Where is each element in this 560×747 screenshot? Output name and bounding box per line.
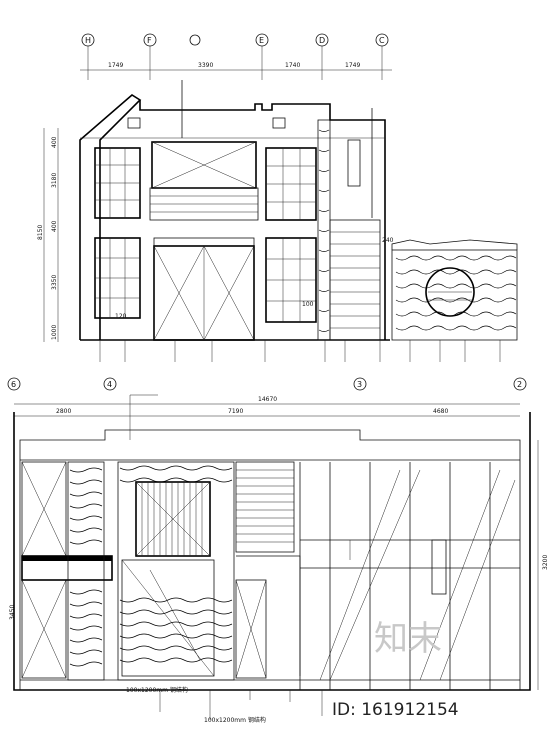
lower-stone-1 [67, 461, 105, 681]
small-label-100: 100 [302, 301, 314, 308]
note-2: 100x1200mm 钢结构 [204, 716, 266, 724]
grid-label-3: 3 [357, 380, 362, 389]
lower-grid-bubbles: 6 4 3 2 [7, 377, 527, 391]
dim-left-1: 400 [51, 136, 58, 148]
lower-glass-wall [299, 462, 520, 690]
upper-grid-bubbles: H F E D C [81, 33, 389, 80]
grid-label-6: 6 [11, 380, 16, 389]
upper-right-window-bottom [265, 237, 317, 323]
grid-label-4: 4 [107, 380, 112, 389]
upper-right-window-top [265, 147, 317, 221]
grid-label-2: 2 [517, 380, 522, 389]
grid-label-c: C [379, 36, 385, 45]
upper-annex [391, 239, 518, 341]
dim-total-top: 14670 [258, 396, 277, 403]
small-label-240: 240 [382, 237, 394, 244]
upper-central-panel [149, 141, 259, 341]
lower-left-panels [21, 461, 113, 679]
upper-left-window-bottom [94, 237, 141, 319]
upper-elevation: H F E D C 1749 3390 1740 1749 [37, 33, 518, 362]
grid-label-e: E [259, 36, 264, 45]
dim-lower-3: 4680 [433, 408, 448, 415]
dim-left-4: 3350 [51, 275, 58, 290]
dim-left-3: 400 [51, 220, 58, 232]
dim-top-4: 1749 [345, 62, 360, 69]
grid-label-h: H [85, 36, 91, 45]
dim-left-2: 3180 [51, 173, 58, 188]
small-label-120: 120 [115, 313, 127, 320]
dim-lower-2: 7190 [228, 408, 243, 415]
dim-left-5: 1000 [51, 325, 58, 340]
dim-top-1: 1749 [108, 62, 123, 69]
watermark-logo-text: 知末 [374, 619, 442, 659]
note-1: 100x1200mm 钢结构 [126, 686, 188, 694]
upper-dimension-chain: 1749 3390 1740 1749 [80, 62, 392, 71]
vertical-slat-panel [135, 481, 211, 557]
upper-building-outline [79, 80, 390, 341]
lower-stone-2 [117, 461, 235, 681]
dim-top-3: 1740 [285, 62, 300, 69]
balcony-railing [150, 195, 258, 213]
lower-slat-block [235, 461, 301, 679]
dim-lower-1: 2800 [56, 408, 71, 415]
lower-outline [13, 412, 531, 691]
lower-annotations: 100x1200mm 钢结构 100x1200mm 钢结构 [126, 394, 323, 724]
grid-label-f: F [147, 36, 152, 45]
lower-elevation: 6 4 3 2 14670 2800 7190 4680 3200 3450 [7, 377, 549, 724]
watermark: 知末 ID: 161912154 [332, 619, 459, 720]
upper-bottom-markers: 120 100 240 [99, 237, 501, 362]
grid-label-d: D [319, 36, 325, 45]
lower-dimension-chain: 14670 2800 7190 4680 3200 3450 [9, 396, 549, 690]
upper-dimension-left: 400 3180 400 3350 1000 8150 [37, 128, 59, 342]
dim-left-total: 8150 [37, 225, 44, 240]
dim-lower-right: 3200 [542, 555, 549, 570]
watermark-id: ID: 161912154 [332, 700, 459, 720]
upper-stone-column [317, 108, 381, 341]
dim-top-2: 3390 [198, 62, 213, 69]
dim-lower-left: 3450 [9, 605, 16, 620]
upper-left-window-top [94, 147, 141, 219]
